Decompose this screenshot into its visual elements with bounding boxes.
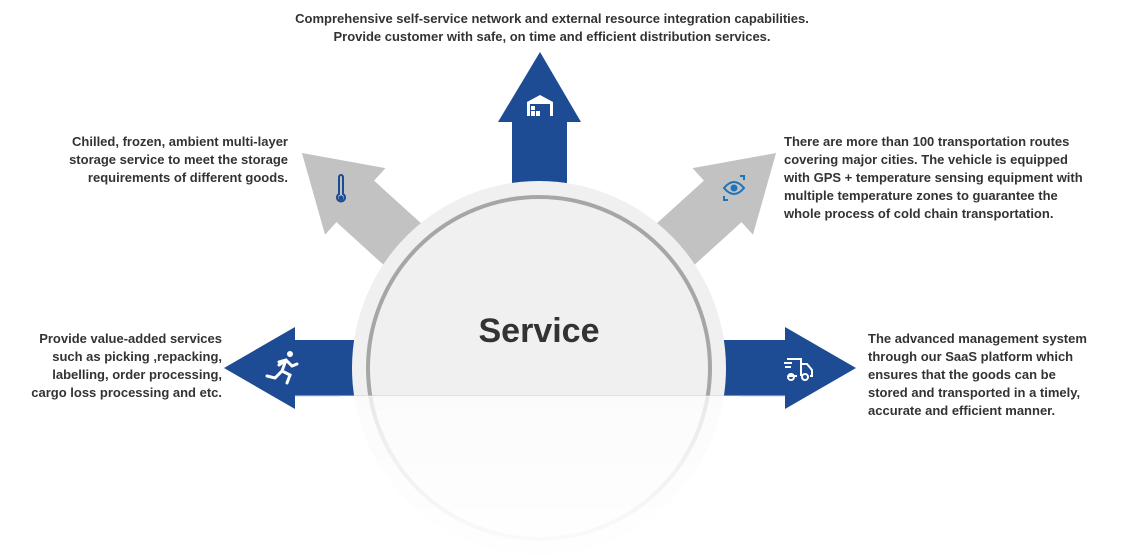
running-person-icon [265, 351, 299, 385]
thermometer-icon [336, 174, 346, 203]
center-label: Service [478, 312, 600, 350]
fade-overlay [340, 396, 740, 556]
eye-scan-icon [722, 175, 746, 201]
top-arrow [498, 52, 581, 200]
upper-left-description: Chilled, frozen, ambient multi-layer sto… [69, 134, 288, 185]
right-arrow [700, 327, 856, 409]
upper-right-description: There are more than 100 transportation r… [784, 134, 1083, 221]
warehouse-icon [527, 95, 553, 116]
top-description: Comprehensive self-service network and e… [295, 11, 809, 44]
left-arrow [224, 327, 380, 409]
delivery-truck-icon [784, 358, 813, 381]
right-description: The advanced management system through o… [868, 331, 1087, 418]
left-description: Provide value-added services such as pic… [31, 331, 222, 400]
